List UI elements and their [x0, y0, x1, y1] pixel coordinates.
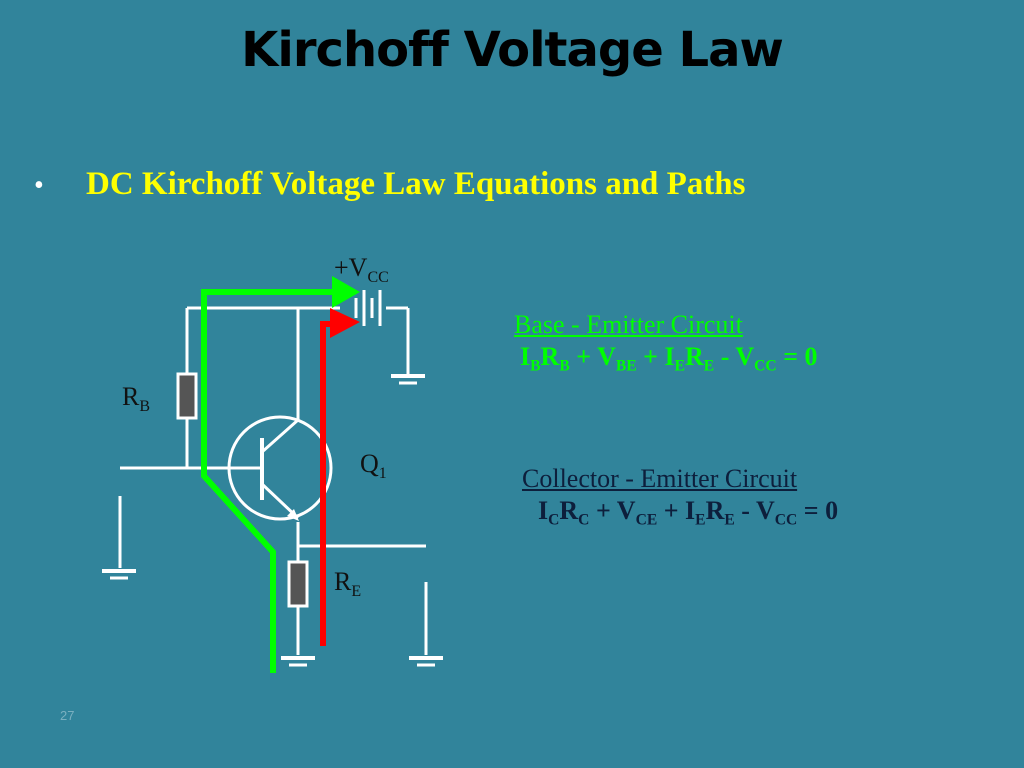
base-emitter-equation-block: Base - Emitter Circuit IBRB + VBE + IERE… [514, 310, 818, 375]
transistor-q1 [227, 415, 333, 521]
q1-label: Q1 [360, 449, 387, 482]
resistor-rb [176, 372, 198, 420]
bullet-text: DC Kirchoff Voltage Law Equations and Pa… [86, 166, 746, 202]
ground-symbol-right [409, 656, 443, 667]
page-title: Kirchoff Voltage Law [241, 22, 784, 78]
collector-emitter-kvl-path [320, 308, 360, 646]
resistor-re [287, 560, 309, 608]
base-emitter-equation: IBRB + VBE + IERE - VCC = 0 [520, 342, 818, 375]
re-label: RE [334, 567, 361, 600]
slide-number: 27 [60, 708, 75, 723]
ground-symbol-left [102, 569, 136, 580]
rb-label: RB [122, 382, 150, 415]
bullet-item: • DC Kirchoff Voltage Law Equations and P… [34, 166, 746, 203]
ground-symbol-emitter [281, 656, 315, 667]
base-emitter-kvl-path [201, 276, 360, 673]
collector-emitter-heading: Collector - Emitter Circuit [522, 464, 798, 493]
collector-emitter-equation-block: Collector - Emitter Circuit ICRC + VCE +… [522, 464, 839, 529]
base-emitter-heading: Base - Emitter Circuit [514, 310, 743, 339]
vcc-label: +VCC [334, 253, 389, 286]
battery-symbol [354, 290, 382, 326]
ground-symbol-battery [391, 374, 425, 385]
bullet-marker: • [34, 170, 44, 201]
circuit-wires [118, 306, 428, 655]
collector-emitter-equation: ICRC + VCE + IERE - VCC = 0 [538, 496, 839, 529]
